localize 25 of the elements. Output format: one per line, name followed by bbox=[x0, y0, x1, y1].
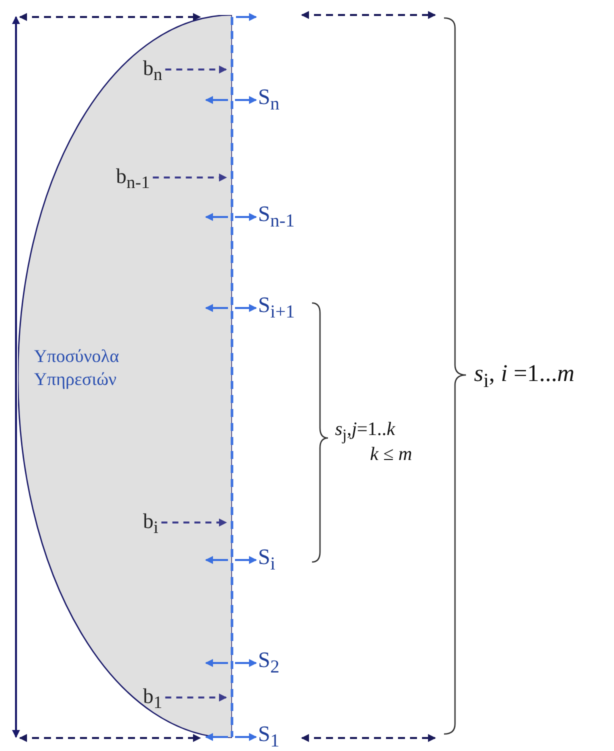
subset-label: S$_{i+1}$ bbox=[258, 294, 295, 321]
subset-label: S$_{1}$ bbox=[258, 723, 280, 750]
region-label: Υποσύνολα Υπηρεσιών bbox=[34, 345, 120, 390]
arrow bbox=[161, 518, 227, 527]
service-label: b$_{1}$ bbox=[143, 686, 162, 712]
arrow bbox=[235, 659, 257, 667]
service-label: b$_{n}$ bbox=[143, 58, 162, 84]
arrow bbox=[235, 733, 257, 741]
arrow bbox=[235, 213, 257, 221]
arrow bbox=[165, 66, 227, 74]
shaded-region bbox=[18, 15, 232, 738]
subset-label: S$_{i}$ bbox=[258, 546, 276, 573]
formula-label: s$_{i}$, i =1...m bbox=[474, 362, 574, 391]
formula-label: k ≤ m bbox=[370, 445, 412, 464]
arrow bbox=[235, 304, 257, 312]
arrow bbox=[235, 556, 257, 564]
subset-label: S$_{2}$ bbox=[258, 649, 280, 676]
service-label: b$_{n-1}$ bbox=[116, 166, 150, 192]
arrow bbox=[235, 96, 257, 104]
subset-label: S$_{n-1}$ bbox=[258, 203, 295, 230]
subset-label: S$_{n}$ bbox=[258, 86, 280, 113]
service-label: b$_{i}$ bbox=[143, 511, 158, 537]
formula-label: s$_{j}$,j=1..k bbox=[335, 420, 395, 444]
arrow bbox=[152, 174, 227, 182]
arrow bbox=[165, 694, 227, 702]
